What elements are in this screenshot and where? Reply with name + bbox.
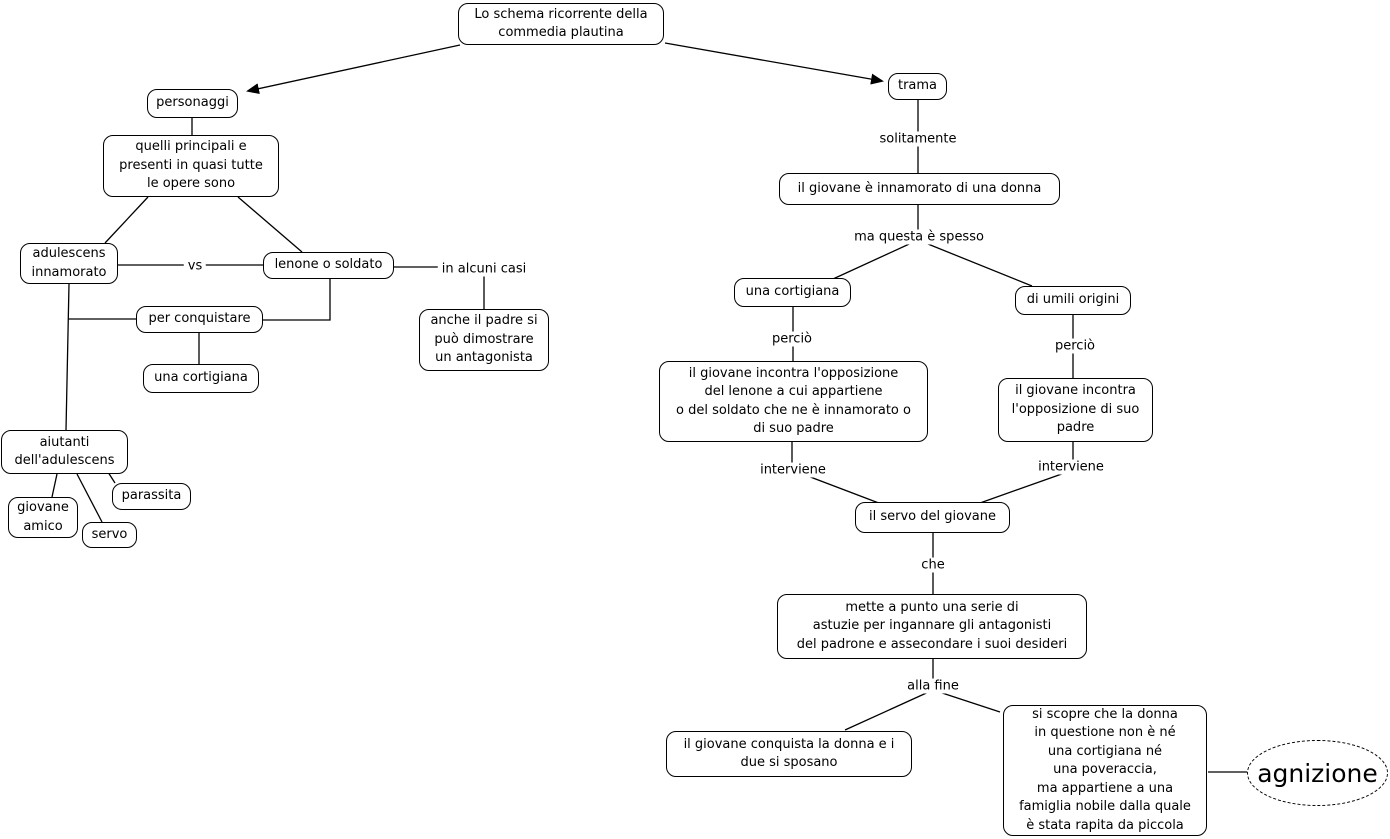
node-opposizione-padre[interactable]: il giovane incontra l'opposizione di suo… — [998, 378, 1153, 442]
edge-label-solitamente: solitamente — [875, 131, 961, 147]
edge-label-vs: vs — [183, 258, 207, 274]
edge-quelli-lenone — [237, 196, 303, 253]
node-conquista[interactable]: il giovane conquista la donna e i due si… — [666, 731, 912, 777]
node-anche-il-padre[interactable]: anche il padre si può dimostrare un anta… — [419, 309, 549, 371]
node-agnizione[interactable]: agnizione — [1247, 740, 1388, 806]
node-title[interactable]: Lo schema ricorrente della commedia plau… — [458, 3, 664, 45]
edge-adulescens-aiutanti — [65, 283, 70, 431]
node-aiutanti-adulescens[interactable]: aiutanti dell'adulescens — [1, 430, 128, 474]
node-opposizione-lenone[interactable]: il giovane incontra l'opposizione del le… — [659, 361, 928, 442]
node-servo-del-giovane[interactable]: il servo del giovane — [855, 502, 1010, 533]
node-personaggi[interactable]: personaggi — [147, 89, 238, 118]
edge-allafine-conquista — [844, 689, 934, 731]
node-quelli-principali[interactable]: quelli principali e presenti in quasi tu… — [103, 135, 279, 197]
node-astuzie[interactable]: mette a punto una serie di astuzie per i… — [777, 594, 1087, 659]
edge-aiutanti-servo — [76, 473, 103, 523]
node-trama[interactable]: trama — [888, 73, 947, 100]
node-di-umili-origini[interactable]: di umili origini — [1015, 286, 1131, 315]
edge-title-personaggi — [246, 44, 461, 95]
edge-label-interviene-left: interviene — [756, 462, 830, 478]
node-giovane-innamorato[interactable]: il giovane è innamorato di una donna — [779, 173, 1060, 205]
edge-label-in-alcuni-casi: in alcuni casi — [437, 261, 531, 277]
edge-label-alla-fine: alla fine — [903, 678, 963, 694]
node-una-cortigiana-right[interactable]: una cortigiana — [734, 278, 851, 307]
node-si-scopre[interactable]: si scopre che la donna in questione non … — [1003, 705, 1207, 836]
node-per-conquistare[interactable]: per conquistare — [136, 306, 263, 333]
edge-quelli-adulescens — [104, 196, 149, 244]
edge-label-che: che — [917, 557, 949, 573]
node-giovane-amico[interactable]: giovane amico — [8, 497, 78, 538]
edge-maquesta-cortigiana — [832, 239, 919, 280]
edge-label-interviene-right: interviene — [1034, 459, 1108, 475]
edge-label-ma-questa: ma questa è spesso — [850, 229, 988, 245]
node-adulescens-innamorato[interactable]: adulescens innamorato — [20, 243, 118, 284]
edge-aiutanti-giovaneamico — [51, 473, 58, 498]
edge-label-percio-right: perciò — [1050, 338, 1100, 354]
edge-allafine-siscopre — [932, 689, 1001, 713]
node-servo[interactable]: servo — [82, 522, 137, 548]
edge-maquesta-diumili — [917, 239, 1033, 287]
node-parassita[interactable]: parassita — [112, 483, 191, 510]
node-lenone-o-soldato[interactable]: lenone o soldato — [263, 252, 394, 279]
node-una-cortigiana-left[interactable]: una cortigiana — [143, 364, 259, 393]
edge-lenone-perconquistare — [263, 279, 331, 321]
edge-title-trama — [664, 42, 884, 85]
edge-label-percio-left: perciò — [767, 331, 817, 347]
